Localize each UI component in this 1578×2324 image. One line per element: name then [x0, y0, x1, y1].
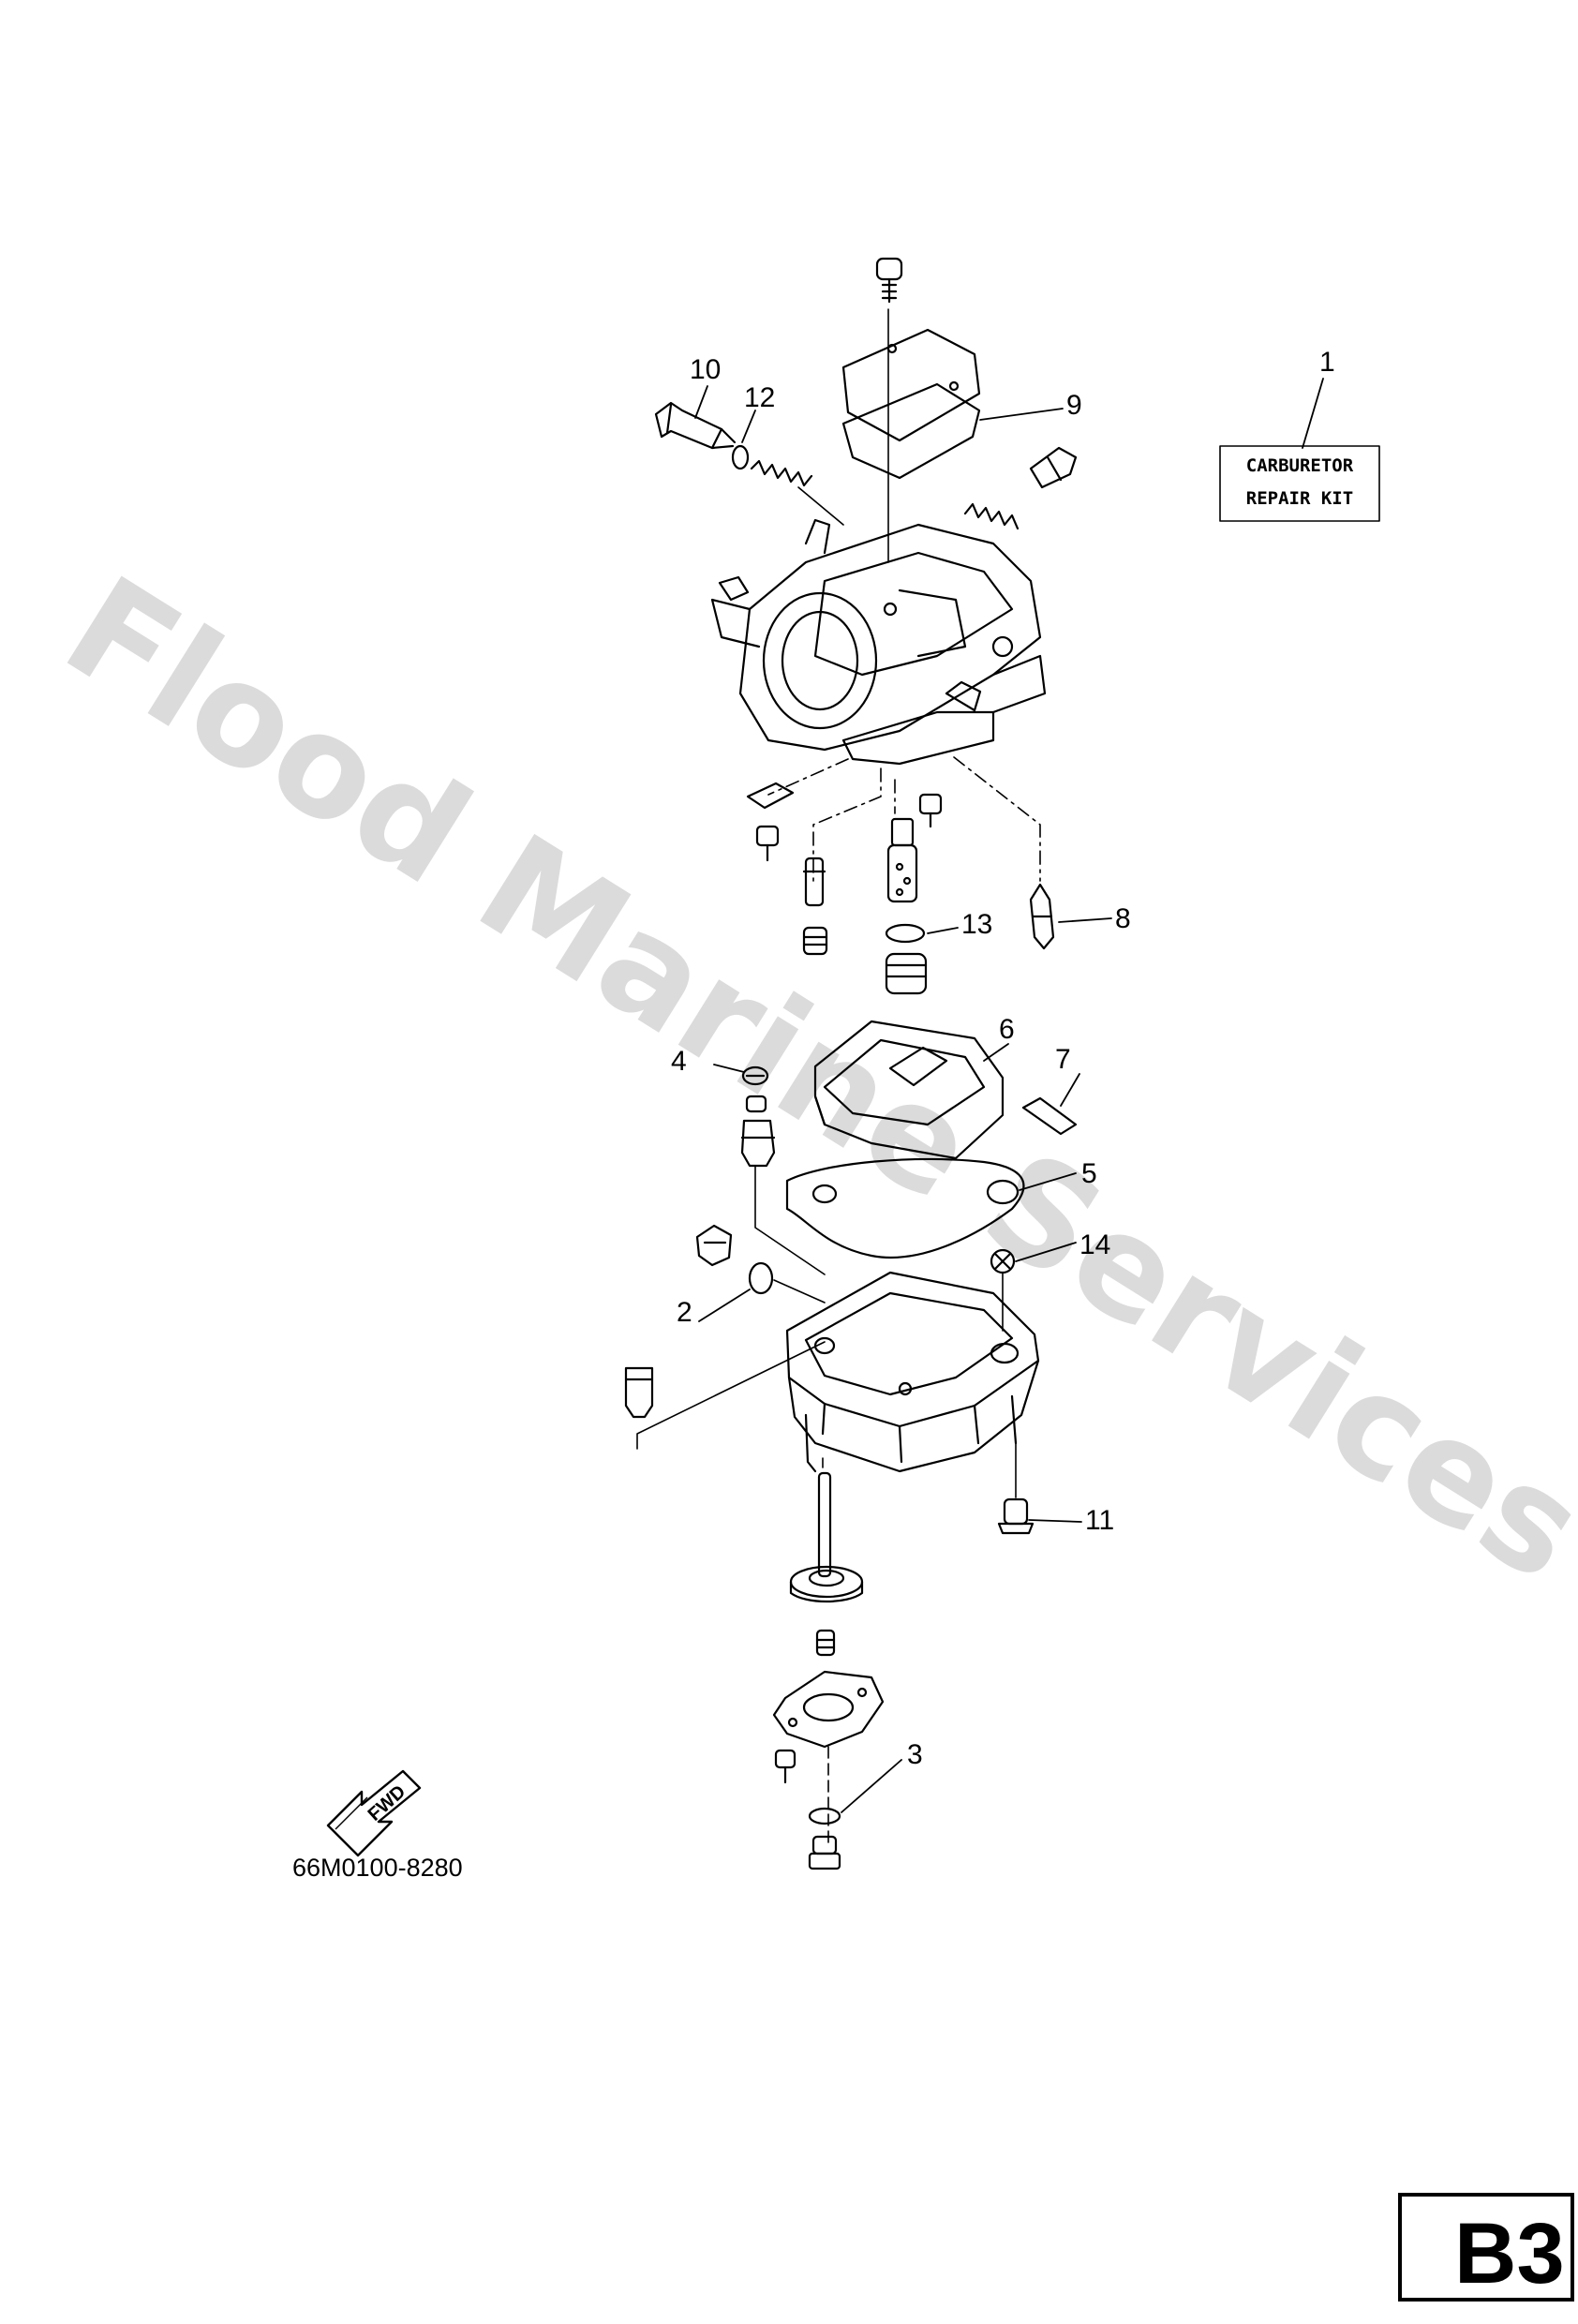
float-chamber: [785, 1271, 1040, 1473]
pilot-jet: [886, 817, 918, 903]
pump-spring: [815, 1629, 836, 1657]
main-nozzle: [802, 857, 826, 907]
float-6: [813, 1020, 1005, 1160]
callout-3: 3: [907, 1739, 923, 1770]
throttle-stop-spring: [963, 502, 1020, 530]
drawing-number: 66M0100-8280: [292, 1854, 463, 1882]
forward-arrow: FWD: [326, 1769, 422, 1857]
needle-valve-8: [1029, 883, 1055, 950]
collar: [745, 1095, 767, 1113]
pump-cover: [772, 1670, 885, 1749]
repair-kit-box: [1219, 445, 1380, 522]
plug-4: [741, 1065, 769, 1086]
o-ring-12: [731, 444, 750, 470]
callout-12: 12: [744, 382, 775, 413]
page-reference: B3: [1454, 2206, 1565, 2302]
top-screw: [875, 257, 903, 304]
drain-screw: [695, 1224, 733, 1267]
callout-1: 1: [1319, 347, 1335, 378]
page-reference-box: B3: [1398, 2193, 1574, 2302]
pump-cover-screw: [774, 1749, 796, 1784]
float-pin-7: [1021, 1096, 1078, 1136]
washer-2: [748, 1261, 774, 1295]
float-chamber-gasket-5: [785, 1157, 1025, 1259]
washer-3: [808, 1807, 841, 1825]
small-screw-b: [918, 793, 943, 828]
callout-10: 10: [690, 354, 721, 385]
callout-2: 2: [677, 1297, 692, 1328]
pilot-screw-10: [654, 401, 737, 450]
callout-5: 5: [1081, 1158, 1097, 1189]
callout-13: 13: [961, 909, 992, 940]
callout-14: 14: [1079, 1229, 1110, 1260]
pump-rod: [817, 1471, 832, 1578]
leader-lines: [767, 756, 1041, 882]
accel-spring: [885, 952, 928, 995]
throttle-stop-screw: [1029, 446, 1078, 489]
callout-8: 8: [1115, 903, 1131, 934]
pump-diaphragm: [789, 1565, 864, 1603]
small-screw-a: [755, 825, 780, 862]
callout-11: 11: [1085, 1505, 1114, 1536]
callout-9: 9: [1066, 390, 1082, 421]
pump-bolt: [808, 1835, 841, 1870]
callout-7: 7: [1055, 1044, 1071, 1075]
kit-label-line2: REPAIR KIT: [1246, 488, 1353, 509]
plug-left: [624, 1366, 654, 1419]
main-jet: [802, 926, 828, 956]
drain-valve: [740, 1119, 776, 1168]
carburetor-body: [710, 518, 1047, 766]
cover-gasket-9: [841, 382, 981, 480]
cover-plate: [841, 328, 981, 442]
o-ring-13: [885, 923, 926, 944]
callout-6: 6: [999, 1014, 1015, 1045]
callout-leaders: [694, 378, 1324, 1813]
small-bracket: [746, 782, 795, 810]
callout-4: 4: [671, 1046, 687, 1077]
kit-label-line1: CARBURETOR: [1246, 455, 1354, 476]
chamber-bolt-11: [997, 1497, 1035, 1535]
pilot-screw-spring: [750, 459, 813, 487]
